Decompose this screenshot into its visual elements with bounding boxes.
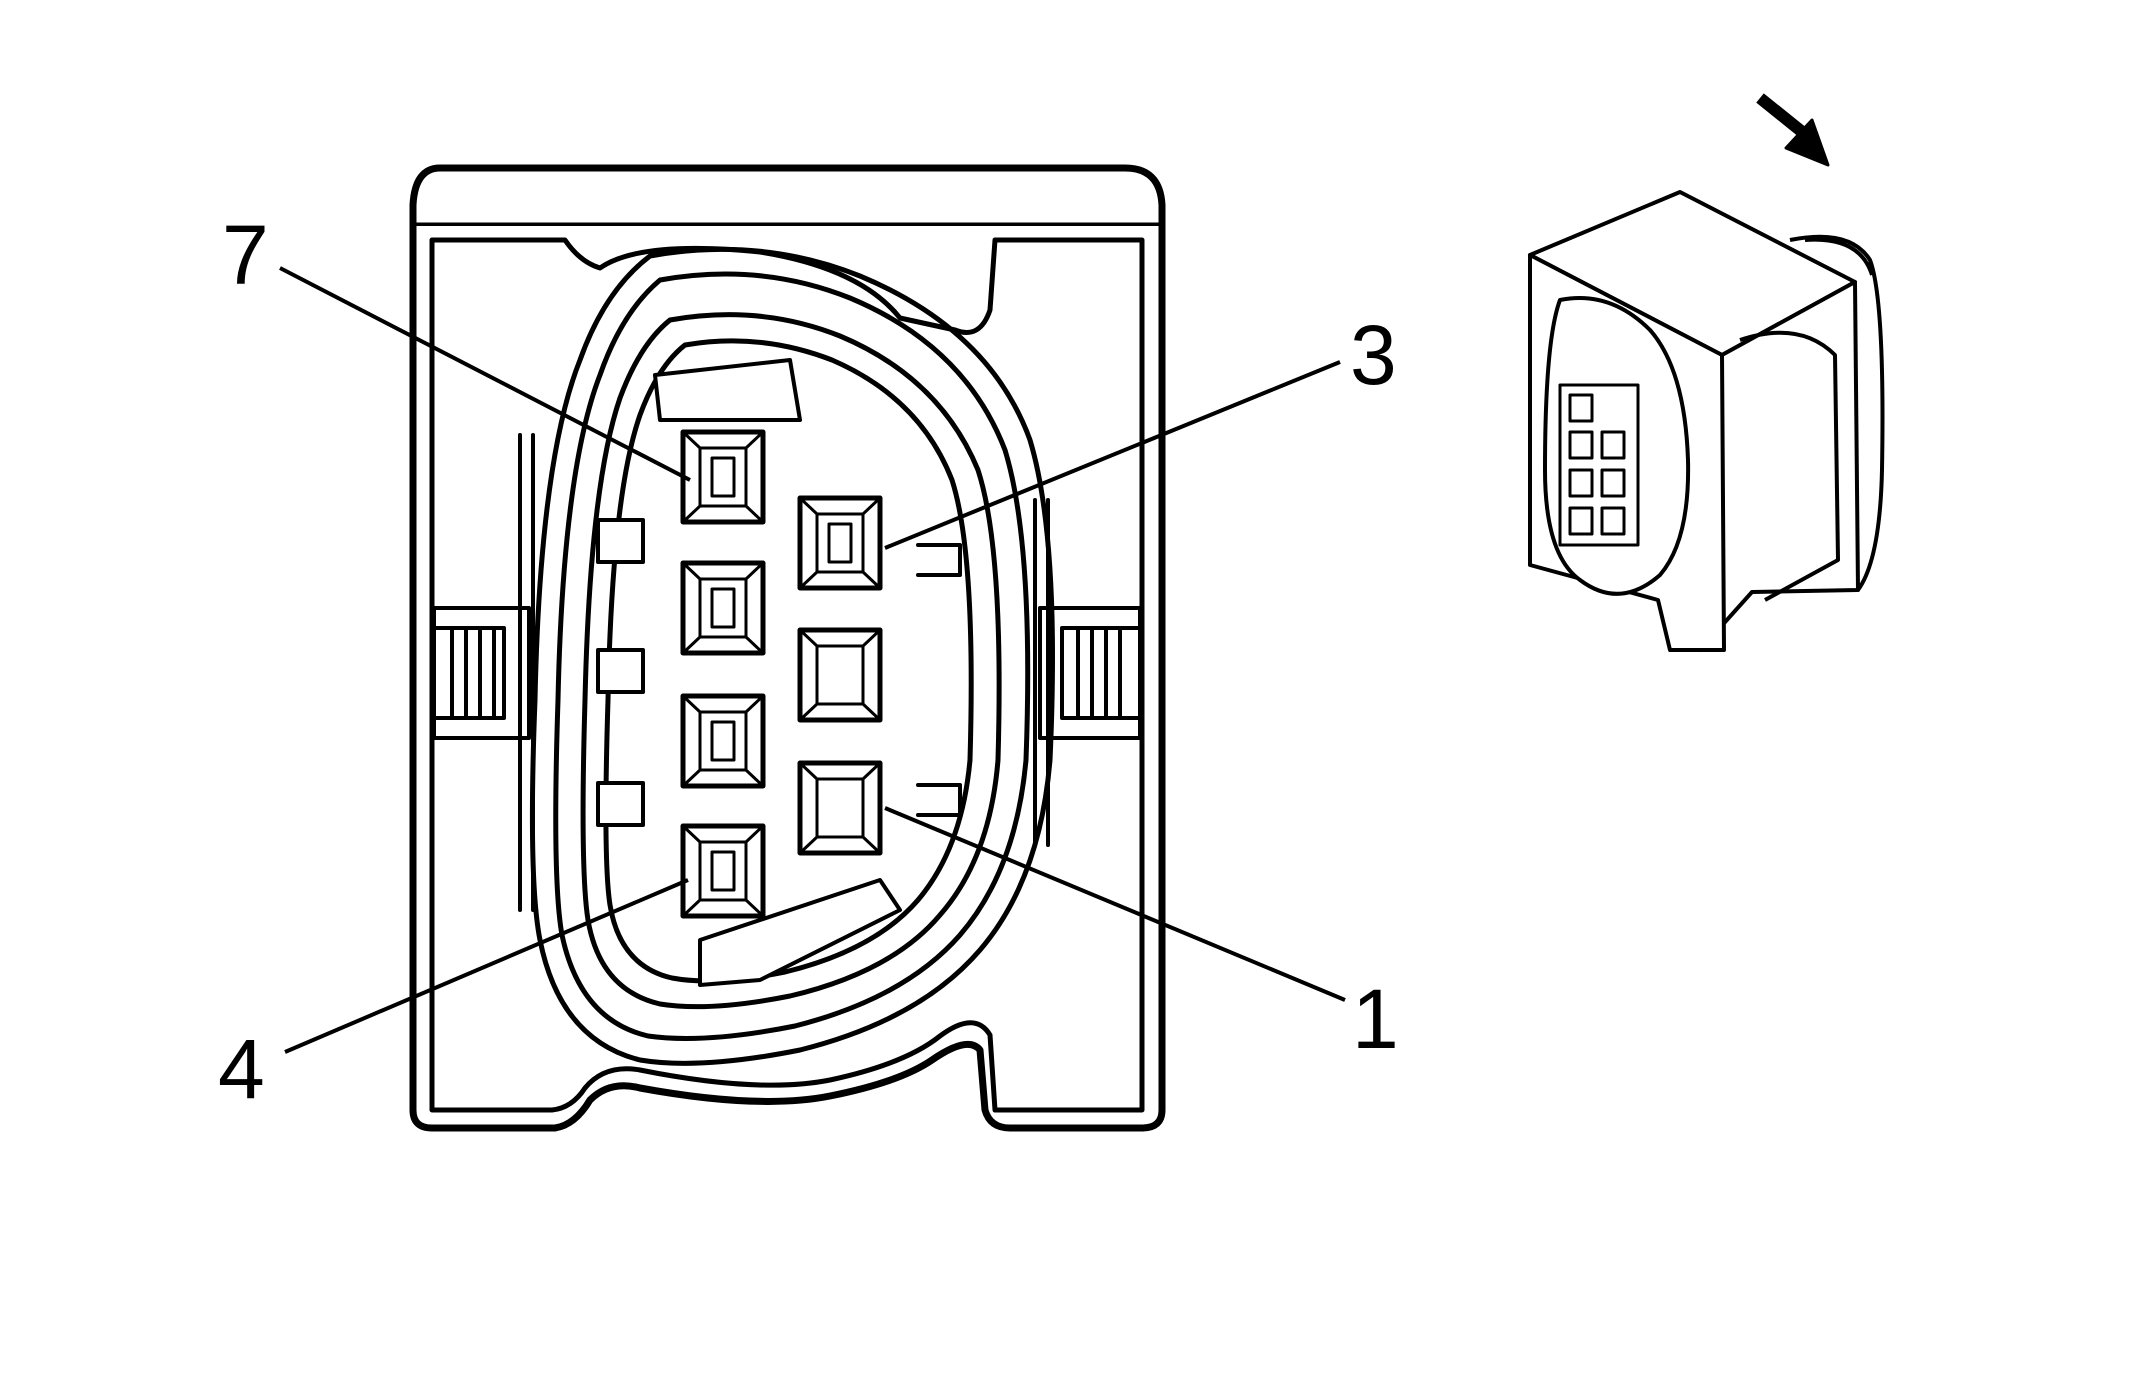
cavity-6 (680, 560, 766, 656)
connector-face (409, 164, 1166, 1132)
cavity-1 (797, 760, 883, 856)
connector-inner-frame (429, 237, 1145, 1113)
cavity-7 (680, 429, 766, 525)
pin-label-3: 3 (1350, 308, 1397, 402)
pin-label-7: 7 (222, 208, 269, 302)
connector-isometric-inset (1528, 93, 1885, 652)
pin-labels: 7 3 1 4 (218, 208, 1399, 1116)
cavity-2 (797, 627, 883, 723)
arrow-down-right-icon (1756, 93, 1830, 167)
leader-line-4 (284, 878, 689, 1054)
inset-cavity-grid (1558, 383, 1640, 547)
cavity-5 (680, 693, 766, 789)
pin-label-1: 1 (1352, 972, 1399, 1066)
keying-features (596, 358, 962, 987)
leader-line-7 (279, 266, 691, 482)
pin-label-4: 4 (218, 1022, 265, 1116)
cavity-4 (680, 823, 766, 919)
terminal-cavities (680, 429, 883, 919)
connector-housing-outline (409, 222, 1166, 1132)
connector-top-cap (409, 164, 1166, 230)
leader-line-1 (884, 806, 1346, 1002)
leader-line-3 (884, 360, 1341, 550)
inset-side-groove (1739, 330, 1840, 602)
seal-rings (529, 246, 1055, 1066)
leader-lines (279, 266, 1346, 1054)
cavity-3 (797, 495, 883, 591)
inset-side-ribs (1789, 234, 1885, 592)
